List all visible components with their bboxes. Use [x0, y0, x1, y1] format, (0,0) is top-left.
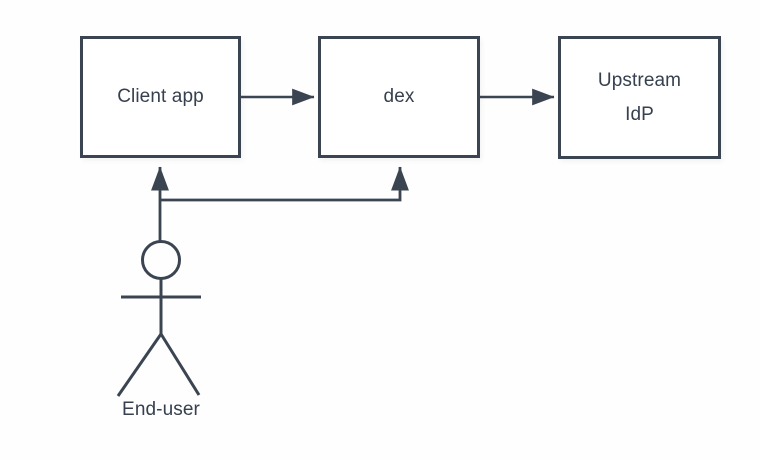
stick-figure-leg-right: [159, 333, 201, 396]
arrow-end-user-to-dex: [160, 166, 409, 202]
end-user-label: End-user: [122, 399, 200, 420]
edge-end-user-to-dex: [160, 166, 409, 202]
node-dex[interactable]: dex: [318, 36, 480, 158]
node-client-app[interactable]: Client app: [80, 36, 241, 158]
stick-figure-head-icon: [141, 240, 181, 280]
stick-figure-leg-left: [116, 333, 163, 397]
node-upstream-idp[interactable]: Upstream IdP: [558, 36, 721, 159]
end-user-stick-figure: [116, 240, 201, 397]
